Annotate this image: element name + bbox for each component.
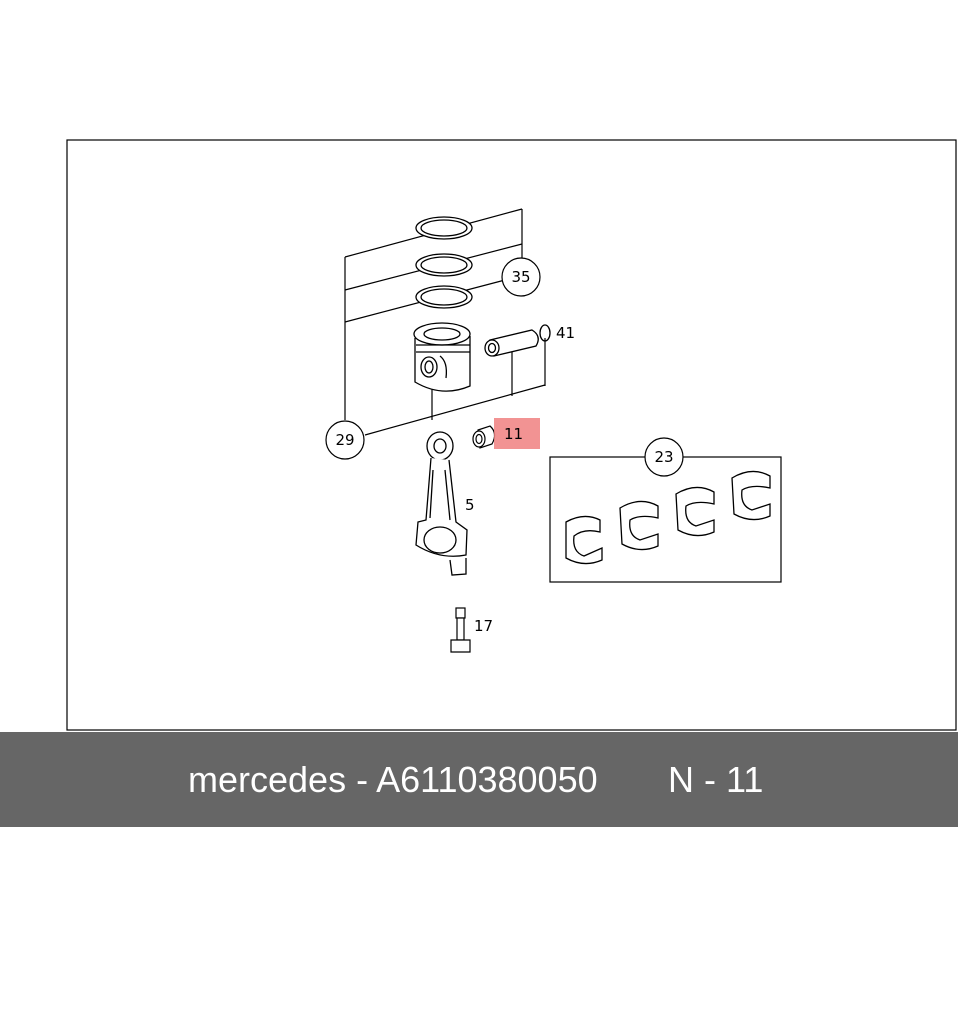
callout-5: 5 [465,496,475,514]
bushing-icon [472,425,496,449]
callout-17: 17 [474,617,493,635]
callout-circle-23 [644,437,684,477]
connecting-rod-icon [415,431,468,576]
callout-23: 23 [654,448,673,466]
part-number-text: mercedes - A6110380050 [188,759,598,800]
circlip-icon [539,324,551,342]
callout-11: 11 [504,425,523,443]
callout-29: 29 [335,431,354,449]
parts-diagram: 35 41 29 11 23 5 17 [66,139,957,731]
bearing-shell-icon [565,470,771,565]
callout-circle-29 [325,420,365,460]
footer-bar: mercedes - A6110380050 N - 11 [0,732,958,827]
callout-41: 41 [556,324,575,342]
callout-circle-35 [501,257,541,297]
bolt-icon [450,607,471,653]
piston-ring-icon [415,216,473,309]
callout-35: 35 [511,268,530,286]
piston-icon [413,322,471,392]
piston-pin-icon [484,329,539,357]
highlight-box [494,418,540,449]
reference-text: N - 11 [668,759,764,800]
